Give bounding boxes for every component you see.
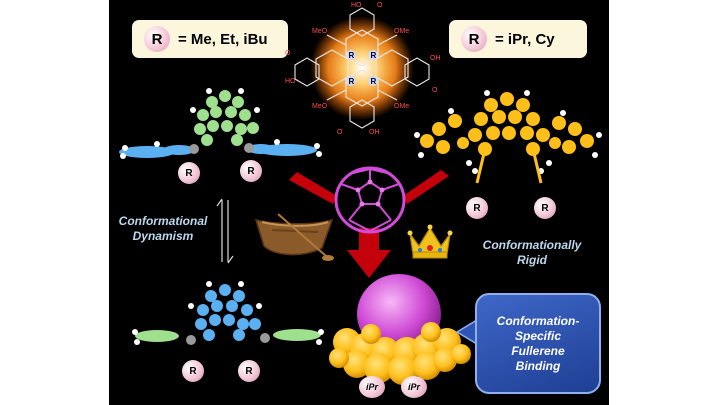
svg-text:MeO: MeO <box>312 103 328 110</box>
r-substituent-ball: R <box>238 360 260 382</box>
left-substituent-box: R = Me, Et, iBu <box>132 20 288 58</box>
left-diagonal-arrow <box>289 172 337 204</box>
r-substituent-ball: R <box>466 197 488 219</box>
svg-text:OMe: OMe <box>394 103 409 110</box>
hydrogen-atoms <box>414 90 602 174</box>
svg-text:R: R <box>371 51 377 60</box>
blue-side-arms <box>119 144 317 158</box>
svg-text:OH: OH <box>369 129 380 136</box>
hydrogen-atoms <box>120 88 322 159</box>
red-arrows <box>289 170 449 278</box>
r-substituent-ball: R <box>240 160 262 182</box>
r-substituent-ball: R <box>182 360 204 382</box>
svg-text:O: O <box>337 129 343 136</box>
svg-text:HO: HO <box>285 78 296 85</box>
r-badge: R <box>461 26 487 52</box>
left-top-molecule <box>119 88 322 159</box>
svg-text:OH: OH <box>430 55 441 62</box>
ipr-substituent-ball: iPr <box>401 376 427 398</box>
blue-polycyclic-core <box>195 284 261 341</box>
svg-text:MeO: MeO <box>312 28 328 35</box>
equilibrium-arrows <box>216 198 234 264</box>
right-substituent-text: = iPr, Cy <box>495 30 555 48</box>
host-guest-complex <box>329 274 471 385</box>
core-glow <box>310 16 414 120</box>
graphical-abstract-panel: R = Me, Et, iBu R = iPr, Cy <box>109 0 609 405</box>
crown-icon <box>407 224 453 259</box>
heteroatom-labels: HO O MeO OMe O HO OH O MeO OMe O OH <box>285 2 441 136</box>
ipr-substituent-ball: iPr <box>359 376 385 398</box>
down-arrow <box>347 228 391 278</box>
r-substituent-ball: R <box>534 197 556 219</box>
svg-text:HO: HO <box>351 2 362 9</box>
left-caption: Conformational Dynamism <box>118 214 208 243</box>
left-bottom-molecule <box>132 281 324 345</box>
binding-callout: Conformation- Specific Fullerene Binding <box>475 293 601 394</box>
svg-text:R: R <box>349 77 355 86</box>
right-top-molecule <box>414 90 602 184</box>
left-substituent-text: = Me, Et, iBu <box>178 30 268 48</box>
right-diagonal-arrow <box>403 170 449 204</box>
r-badge: R <box>144 26 170 52</box>
hydrogen-atoms <box>132 281 324 345</box>
svg-text:O: O <box>285 50 291 57</box>
green-polycyclic-core <box>194 90 259 146</box>
svg-text:R: R <box>349 51 355 60</box>
svg-text:OMe: OMe <box>394 28 409 35</box>
svg-text:O: O <box>377 2 383 9</box>
svg-text:R: R <box>371 77 377 86</box>
green-side-arms <box>135 329 321 342</box>
right-caption: Conformationally Rigid <box>482 238 582 267</box>
r-substituent-ball: R <box>178 162 200 184</box>
svg-text:O: O <box>432 87 438 94</box>
boat-icon <box>254 213 334 261</box>
r-groups: R R R R <box>346 50 378 86</box>
fullerene-icon <box>334 166 406 234</box>
orange-rigid-framework <box>420 92 594 156</box>
right-substituent-box: R = iPr, Cy <box>449 20 587 58</box>
macrocycle-structure: R R R R HO O MeO OMe O HO OH O MeO OMe O… <box>285 2 441 136</box>
